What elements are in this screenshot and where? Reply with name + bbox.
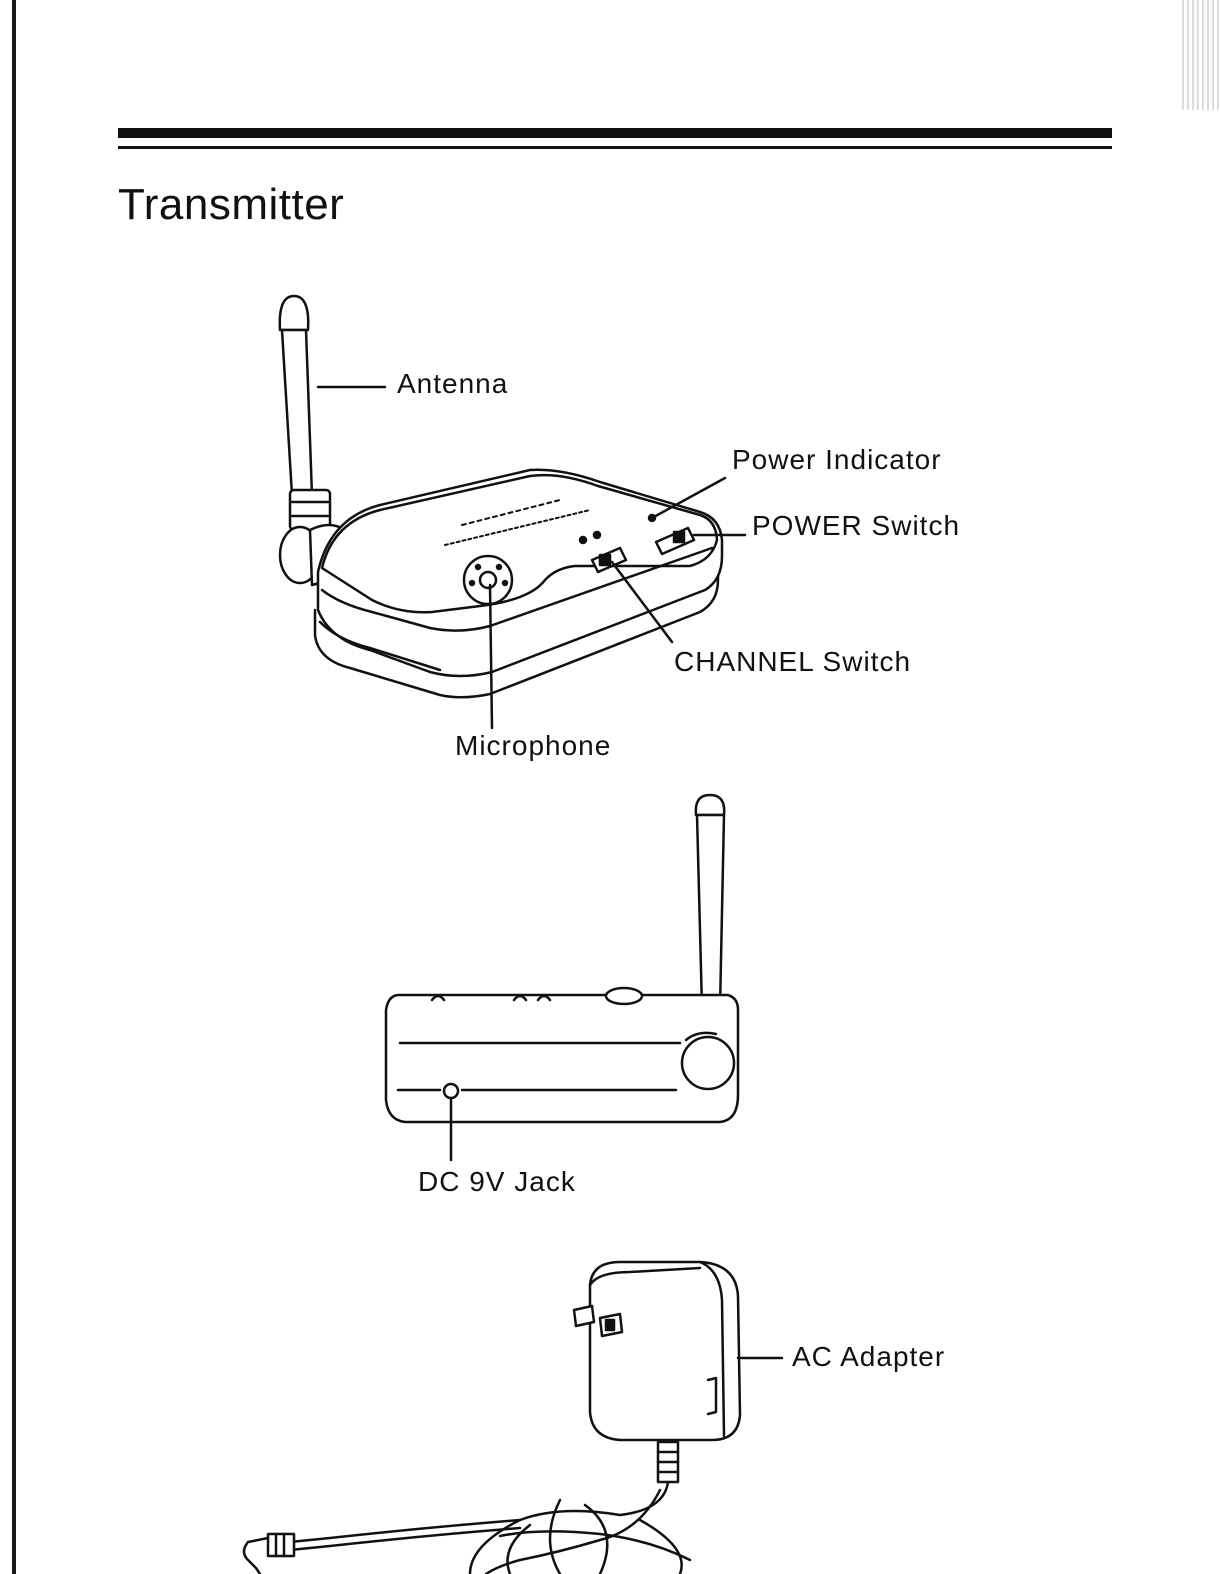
ac-adapter-illustration: [244, 1262, 740, 1574]
label-ac-adapter: AC Adapter: [792, 1341, 945, 1373]
label-channel-switch: CHANNEL Switch: [674, 646, 911, 678]
label-power-switch: POWER Switch: [752, 510, 960, 542]
transmitter-top-illustration: [280, 296, 722, 697]
label-dc-jack: DC 9V Jack: [418, 1166, 576, 1198]
label-antenna: Antenna: [397, 368, 508, 400]
transmitter-body-graphic: [315, 470, 722, 698]
transmitter-side-illustration: [386, 795, 738, 1122]
label-microphone: Microphone: [455, 730, 611, 762]
label-power-indicator: Power Indicator: [732, 444, 942, 476]
